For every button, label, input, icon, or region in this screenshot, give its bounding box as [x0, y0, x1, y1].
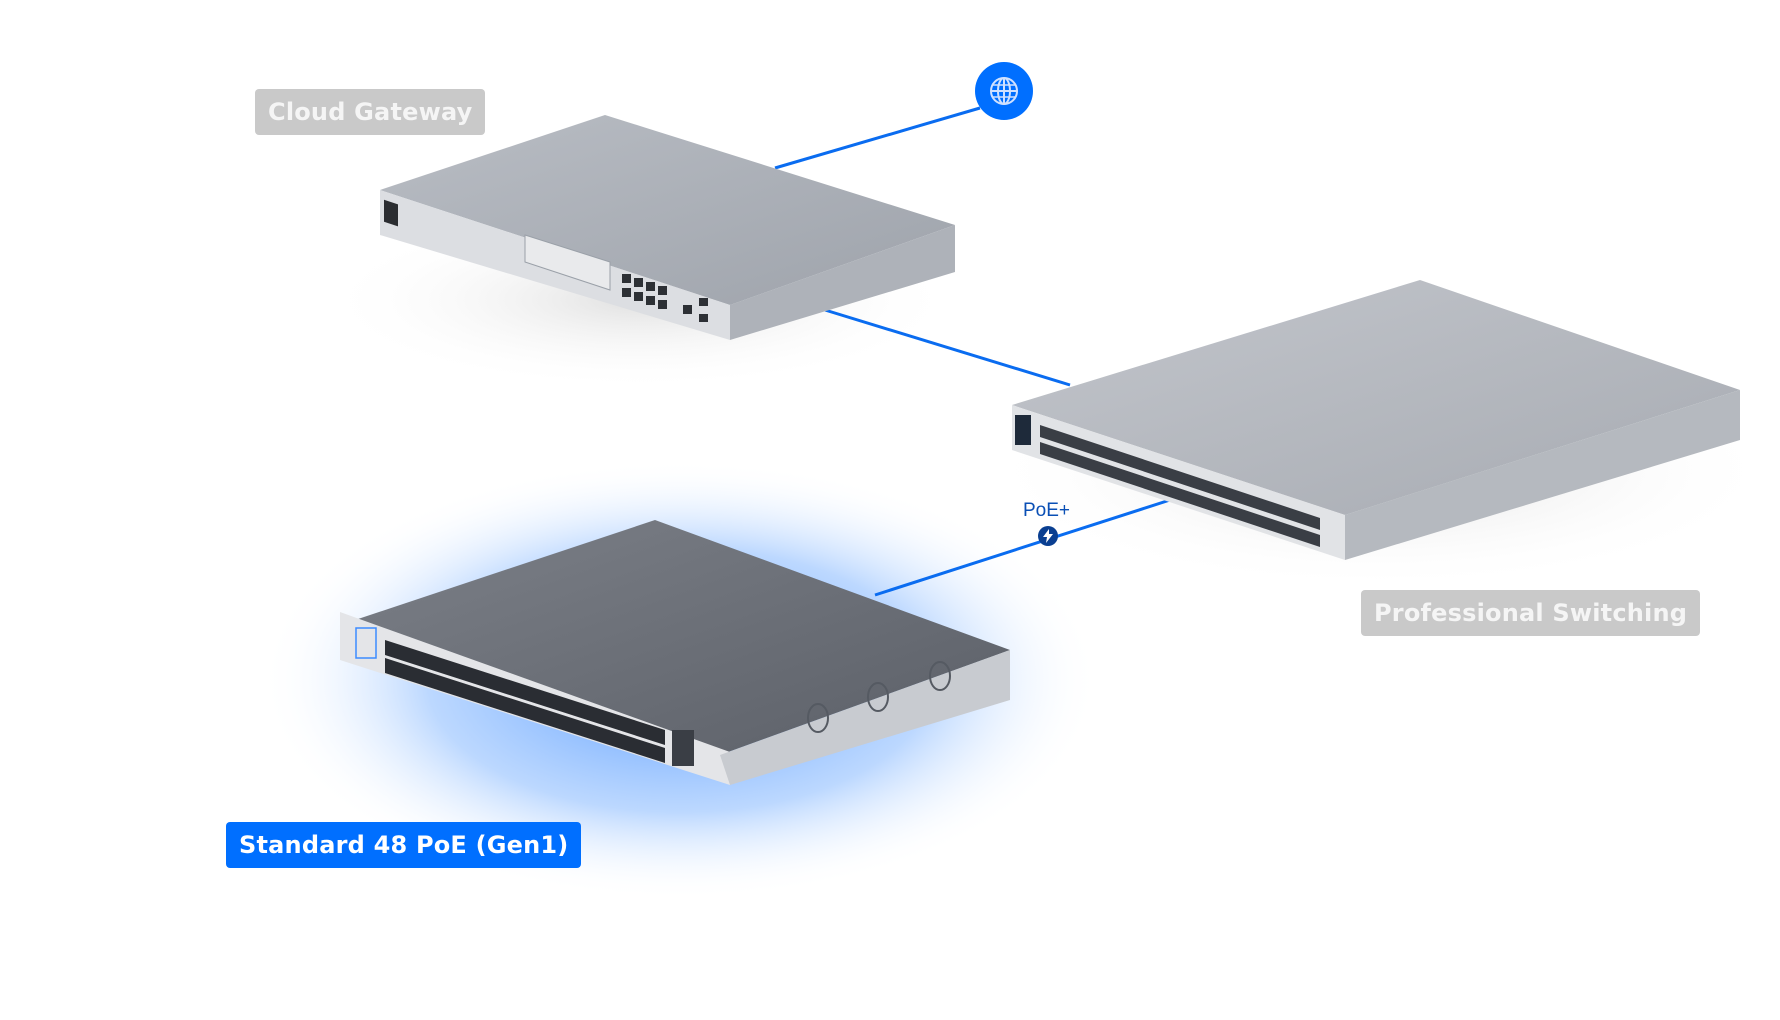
link-gateway-pro-switch: [824, 308, 1071, 387]
internet-node[interactable]: [975, 62, 1033, 120]
poe-link-badge: [1038, 526, 1058, 546]
standard-48-poe-device[interactable]: [340, 520, 1010, 785]
poe-switch-sfp-ports: [672, 730, 694, 766]
lightning-icon: [1043, 529, 1053, 543]
poe-switch-ports: [385, 640, 665, 763]
professional-switch-device[interactable]: [1012, 280, 1740, 560]
cloud-gateway-label[interactable]: Cloud Gateway: [255, 89, 486, 135]
cloud-gateway-device[interactable]: [380, 115, 955, 340]
standard-48-poe-label[interactable]: Standard 48 PoE (Gen1): [226, 822, 582, 868]
poe-link-label: PoE+: [1023, 500, 1071, 521]
fan-vents: [807, 661, 951, 733]
pro-switch-ports: [1040, 425, 1320, 547]
globe-icon: [990, 77, 1018, 105]
link-gateway-internet: [774, 106, 981, 170]
link-pro-switch-standard: [874, 498, 1171, 597]
professional-switching-label[interactable]: Professional Switching: [1361, 590, 1701, 636]
